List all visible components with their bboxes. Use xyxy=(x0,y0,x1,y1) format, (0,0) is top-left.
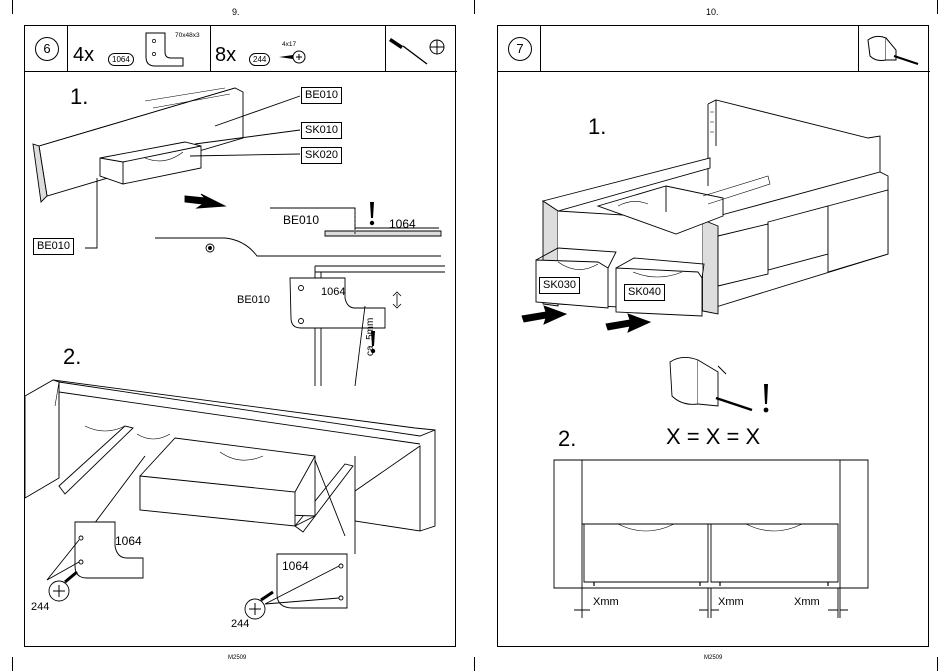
footer-code-left: M2509 xyxy=(228,655,246,661)
instruction-page-left: 6 4x 1064 70x48x3 8x 244 4x17 xyxy=(24,25,456,647)
screw-right-244: 244 xyxy=(231,618,249,630)
instruction-page-right: 7 xyxy=(497,25,929,647)
crop-mark xyxy=(474,657,475,671)
page-number-right: 10. xyxy=(706,7,719,17)
xmm-right: Xmm xyxy=(794,596,820,608)
detail-be010: BE010 xyxy=(283,213,319,227)
detail-1064: 1064 xyxy=(389,217,416,231)
label-be010-left: BE010 xyxy=(33,238,74,255)
footer-code-right: M2509 xyxy=(704,655,722,661)
xmm-middle: Xmm xyxy=(718,596,744,608)
bracket-right-1064: 1064 xyxy=(282,559,309,573)
label-sk030: SK030 xyxy=(539,277,580,294)
bracket-1064: 1064 xyxy=(321,286,345,298)
bracket-be010: BE010 xyxy=(237,294,270,306)
gap-measure: ca. 5mm xyxy=(365,318,376,356)
substep-1-label: 1. xyxy=(70,84,88,110)
label-sk020: SK020 xyxy=(301,147,342,164)
substep-1-label: 1. xyxy=(588,114,606,140)
screw-left-244: 244 xyxy=(31,601,49,613)
crop-mark xyxy=(12,657,13,671)
crop-mark xyxy=(12,0,13,14)
assembly-drawing-left xyxy=(25,26,457,648)
equal-spacing-equation: X = X = X xyxy=(666,424,760,450)
label-sk010: SK010 xyxy=(301,122,342,139)
label-be010-top: BE010 xyxy=(301,87,342,104)
page-number-left: 9. xyxy=(232,7,240,17)
xmm-left: Xmm xyxy=(593,596,619,608)
assembly-drawing-right xyxy=(498,26,930,648)
substep-2-label: 2. xyxy=(558,426,576,452)
label-sk040: SK040 xyxy=(624,284,665,301)
crop-mark xyxy=(937,0,938,14)
crop-mark xyxy=(474,0,475,14)
crop-mark xyxy=(937,657,938,671)
bracket-left-1064: 1064 xyxy=(115,534,142,548)
substep-2-label: 2. xyxy=(63,344,81,370)
